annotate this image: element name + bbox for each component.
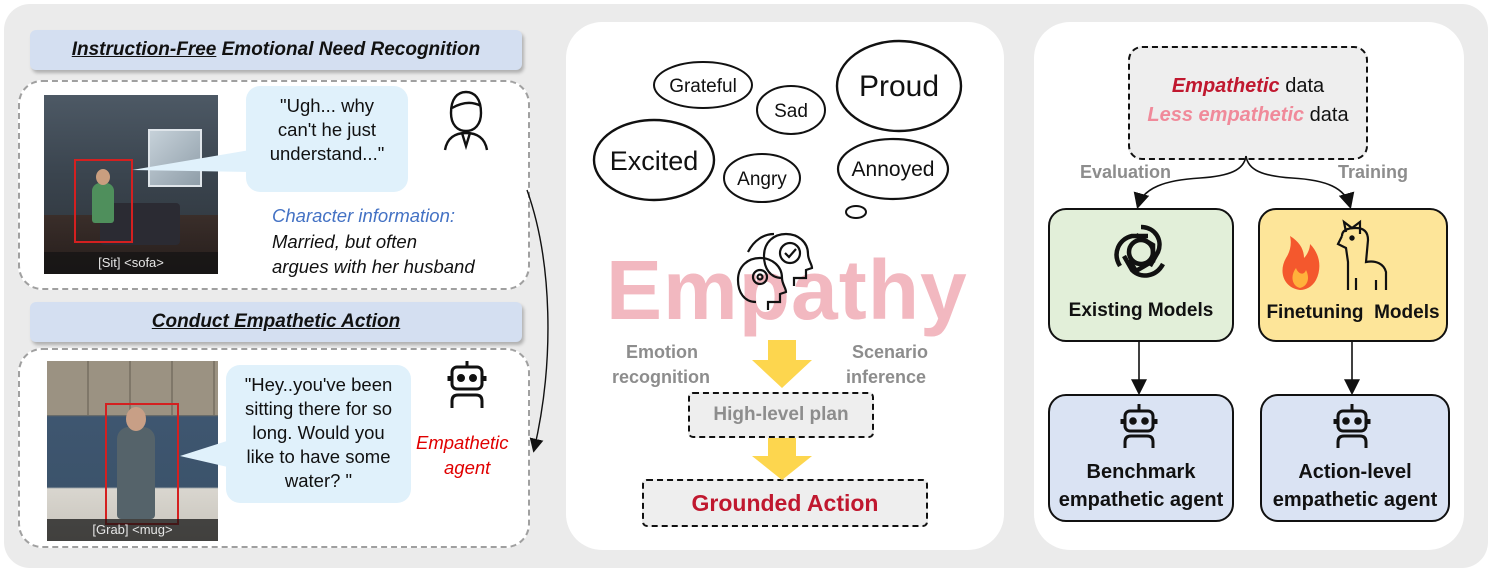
emotion-excited: Excited [610,146,699,176]
high-level-plan-label: High-level plan [713,404,849,425]
character-info-label: Character information: [272,205,456,226]
evaluation-arrow [1133,155,1247,210]
emotion-cloud-annoyed: Annoyed [836,137,950,219]
less-empathetic-data-suffix: data [1304,104,1349,126]
character-info-line1: Married, but often [272,231,417,252]
thinking-heads-icon [736,232,814,310]
empathetic-data-suffix: data [1279,75,1325,97]
emotion-cloud-angry: Angry [723,153,801,203]
scene-window [148,129,202,187]
emotion-grateful: Grateful [669,76,737,97]
action-title-underlined: Conduct Empathet [151,311,321,332]
empathetic-emphasis: Empathetic [1171,75,1280,97]
yellow-arrow-1 [752,340,812,388]
character-speech-bubble: "Ugh... why can't he just understand..." [246,86,408,192]
emotion-cloud-proud: Proud [835,39,963,133]
data-box [1128,46,1368,160]
action-level-label-1: Action-level [1298,461,1412,483]
character-quote: "Ugh... why can't he just understand..." [269,95,385,164]
yellow-arrow-2 [752,438,812,480]
grounded-action-box: Grounded Action [642,479,928,527]
action-level-agent-box: Action-level empathetic agent [1260,394,1450,522]
scenario-inference-line2: inference [846,367,927,387]
recognition-title-rest: Emotional Need Recognition [216,39,481,60]
emotion-annoyed: Annoyed [852,158,935,181]
scene-agent-head [126,407,146,431]
benchmark-label-1: Benchmark [1086,461,1196,483]
agent-bubble-tail [180,440,232,468]
robot-icon-benchmark [1120,404,1158,448]
living-room-scene: [Sit] <sofa> [44,95,218,274]
recognition-banner: Instruction-Free Emotional Need Recognit… [30,30,522,70]
empathetic-agent-label-1: Empathetic [416,432,509,453]
scene-character [92,183,114,223]
finetuning-models-label: Finetuning Models [1266,302,1440,323]
scene-agent-body [117,427,155,519]
robot-icon-action-level [1333,404,1371,448]
scenario-inference-line1: Scenario [852,342,929,362]
existing-models-label: Existing Models [1068,300,1214,321]
empathetic-agent-label-2: agent [444,457,491,478]
emotion-cloud-grateful: Grateful [653,61,753,109]
emotion-recognition-line2: recognition [612,367,710,387]
scene-caption-grab: [Grab] <mug> [47,519,218,541]
training-label: Training [1338,162,1409,182]
scene-cabinets [47,361,218,415]
recognition-title-underlined: Instruction-Free [71,39,217,60]
recognition-to-action-arrow [526,189,549,453]
openai-logo-icon [1114,224,1165,278]
agent-quote: "Hey..you've been sitting there for so l… [244,374,393,491]
emotion-cloud-excited: Excited [592,118,716,202]
training-arrow [1245,155,1355,210]
person-icon [443,90,489,151]
emotion-angry: Angry [737,169,787,190]
less-empathetic-data-line: Less empathetic data [1128,104,1368,127]
high-level-plan-box: High-level plan [688,392,874,438]
scene-caption-sit: [Sit] <sofa> [44,252,218,274]
character-highlight-box [74,159,133,243]
agent-speech-bubble: "Hey..you've been sitting there for so l… [226,365,411,503]
empathetic-data-line: Empathetic data [1128,75,1368,98]
less-empathetic-emphasis: Less empathetic [1147,104,1305,126]
fire-icon [1282,236,1320,290]
emotion-proud: Proud [859,70,939,103]
action-level-label-2: empathetic agent [1272,489,1438,511]
character-bubble-tail [132,150,250,172]
benchmark-label-2: empathetic agent [1058,489,1224,511]
emotion-cloud-sad: Sad [756,85,826,135]
action-title-rest: ic Action [320,311,401,332]
emotion-sad: Sad [774,101,808,122]
llama-icon [1336,219,1388,290]
kitchen-scene: [Grab] <mug> [47,361,218,541]
emotion-recognition-line1: Emotion [626,342,698,362]
scene-character-head [96,169,110,185]
benchmark-agent-box: Benchmark empathetic agent [1048,394,1234,522]
character-info-line2: argues with her husband [272,256,475,277]
grounded-action-label: Grounded Action [691,490,879,516]
robot-icon-left [447,361,487,408]
evaluation-label: Evaluation [1080,162,1172,182]
